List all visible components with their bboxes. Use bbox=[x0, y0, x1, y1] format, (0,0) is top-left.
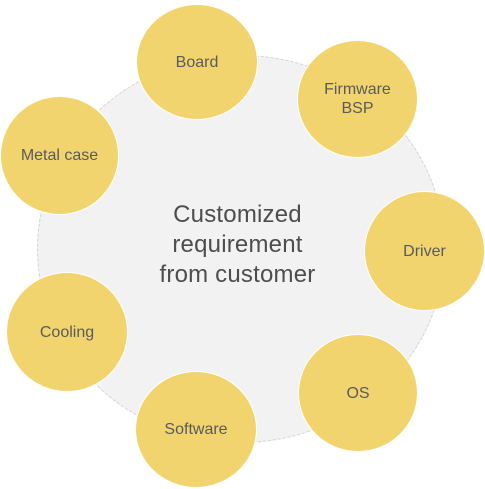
node-cooling: Cooling bbox=[6, 272, 128, 392]
node-firmware-bsp-label: Firmware BSP bbox=[324, 80, 391, 118]
center-label-line-2: requirement bbox=[172, 231, 303, 258]
node-metal-case-label: Metal case bbox=[20, 147, 99, 164]
node-firmware-line-1: Firmware bbox=[324, 81, 391, 98]
node-software-label: Software bbox=[164, 421, 228, 438]
node-os: OS bbox=[298, 334, 418, 452]
center-label-line-1: Customized bbox=[173, 201, 302, 228]
center-label: Customized requirement from customer bbox=[120, 200, 355, 290]
center-label-line-3: from customer bbox=[159, 261, 316, 288]
node-board: Board bbox=[136, 4, 258, 120]
node-software: Software bbox=[135, 371, 257, 488]
node-os-label: OS bbox=[346, 384, 370, 402]
node-driver: Driver bbox=[364, 191, 485, 311]
node-firmware-line-2: BSP bbox=[341, 100, 374, 117]
node-metal-case: Metal case bbox=[0, 96, 119, 215]
node-cooling-label: Cooling bbox=[39, 323, 95, 341]
node-board-label: Board bbox=[175, 53, 219, 71]
node-firmware-bsp: Firmware BSP bbox=[297, 40, 418, 158]
node-driver-label: Driver bbox=[403, 242, 446, 260]
